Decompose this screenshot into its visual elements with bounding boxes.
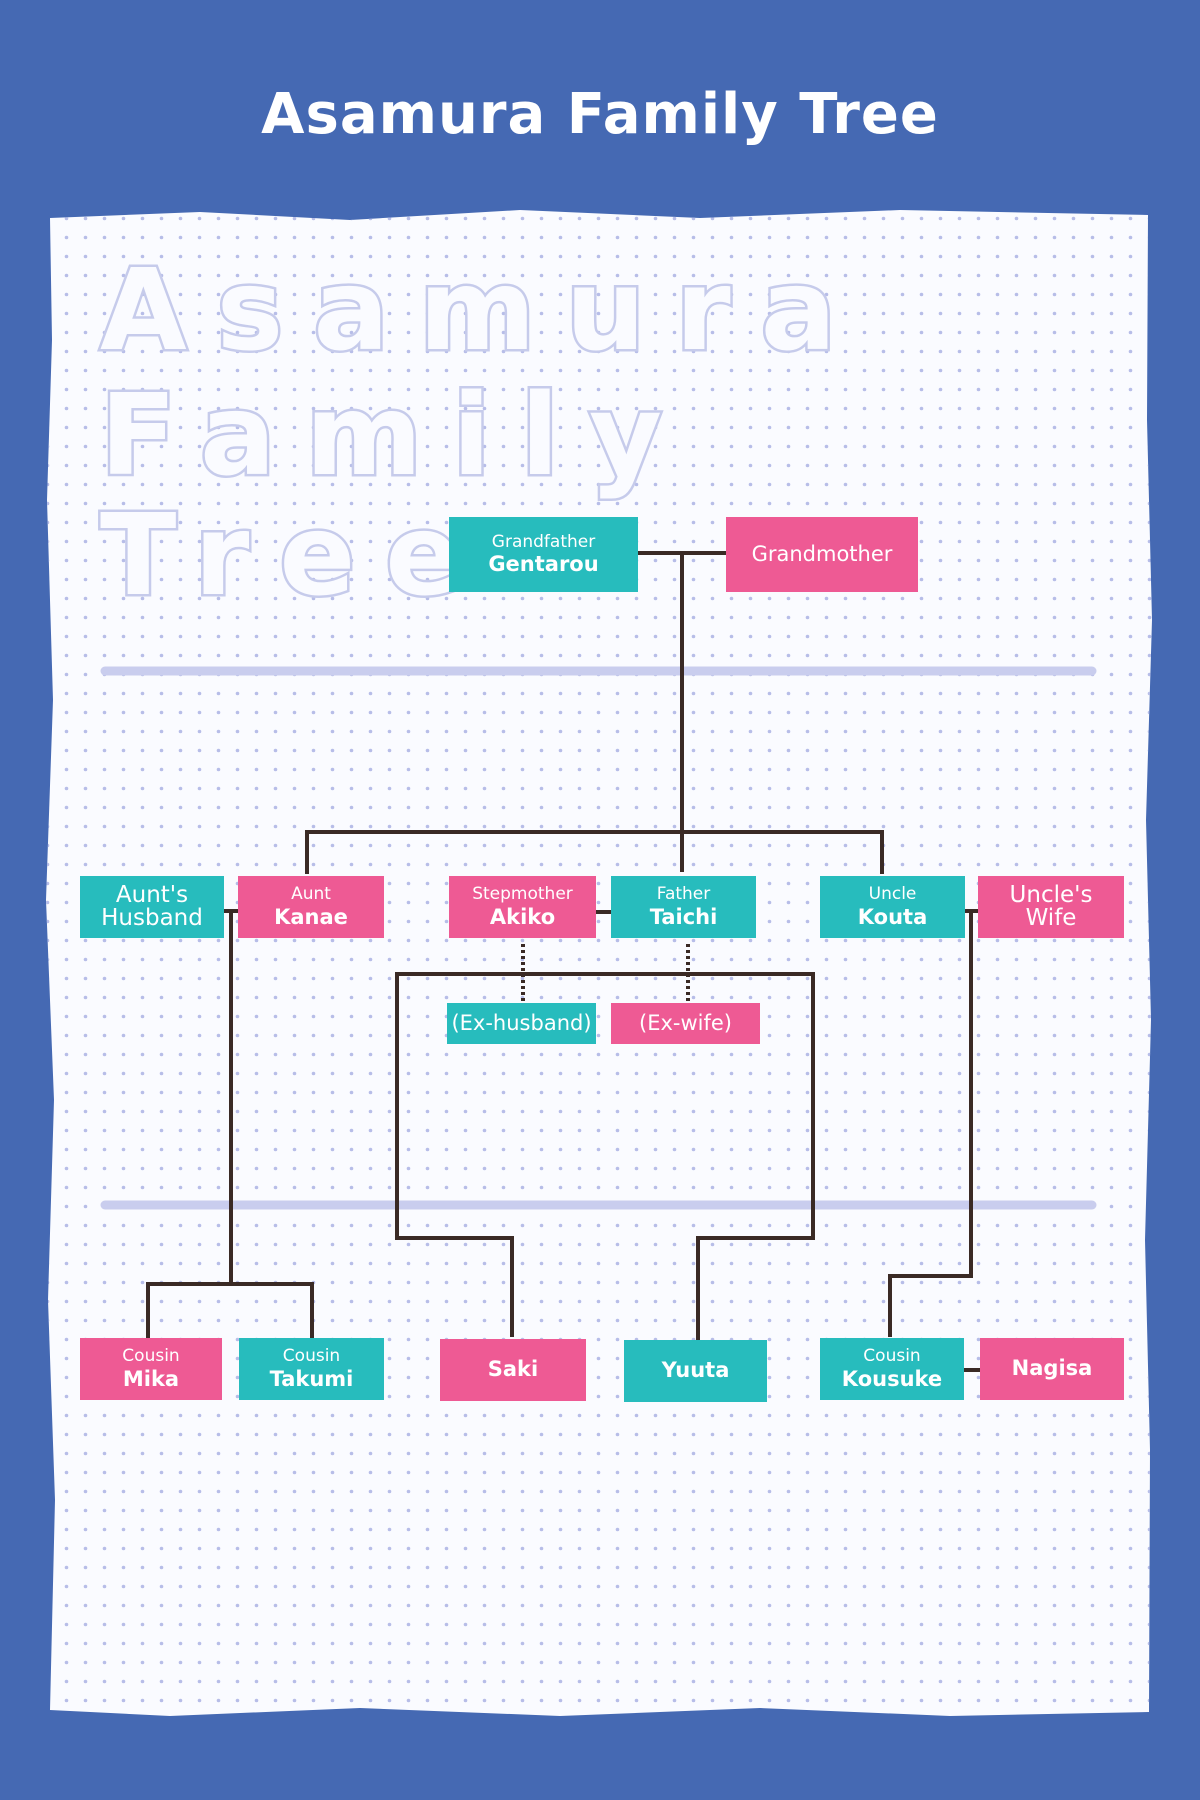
person-saki: Saki (440, 1339, 586, 1401)
person-takumi: Cousin Takumi (239, 1338, 384, 1400)
person-name: Saki (487, 1357, 539, 1382)
ex-connector-lines (521, 944, 690, 1003)
person-gentarou: Grandfather Gentarou (449, 517, 638, 592)
person-role: Grandfather (491, 531, 596, 552)
connector-lines (146, 551, 980, 1372)
person-name: Taichi (649, 904, 718, 929)
person-mika: Cousin Mika (80, 1338, 222, 1400)
person-taichi: Father Taichi (611, 876, 756, 938)
person-name: Nagisa (1011, 1356, 1093, 1381)
person-kousuke: Cousin Kousuke (820, 1338, 964, 1400)
person-role: Cousin (282, 1346, 341, 1367)
person-ex-husband: (Ex-husband) (447, 1003, 596, 1044)
person-kouta: Uncle Kouta (820, 876, 965, 938)
person-aunts-husband: Aunt's Husband (80, 876, 224, 938)
person-name: Yuuta (661, 1358, 730, 1383)
watermark-line-3: Tree (97, 491, 492, 621)
person-nagisa: Nagisa (980, 1338, 1124, 1400)
person-label: Grandmother (751, 541, 893, 566)
person-name: Kousuke (841, 1366, 943, 1391)
person-name: Takumi (269, 1366, 354, 1391)
person-ex-wife: (Ex-wife) (611, 1003, 760, 1044)
person-yuuta: Yuuta (624, 1340, 767, 1402)
person-akiko: Stepmother Akiko (449, 876, 596, 938)
person-name: Gentarou (488, 552, 599, 577)
person-label: (Ex-husband) (451, 1010, 592, 1035)
person-name: Kanae (274, 904, 348, 929)
person-label: (Ex-wife) (639, 1010, 732, 1035)
person-name: Kouta (857, 904, 928, 929)
watermark-line-2: Family (97, 371, 693, 501)
person-label-line1: Aunt's (115, 882, 189, 908)
person-role: Stepmother (472, 884, 573, 905)
person-name: Mika (122, 1366, 180, 1391)
person-label-line2: Husband (101, 905, 203, 931)
person-label-line2: Wife (1025, 905, 1077, 931)
person-label-line1: Uncle's (1009, 882, 1093, 908)
person-kanae: Aunt Kanae (238, 876, 384, 938)
page-title: Asamura Family Tree (261, 82, 939, 147)
person-role: Father (656, 884, 711, 905)
person-grandmother: Grandmother (726, 517, 918, 592)
person-role: Aunt (291, 884, 331, 905)
person-role: Uncle (868, 884, 917, 905)
person-name: Akiko (489, 904, 556, 929)
person-uncles-wife: Uncle's Wife (978, 876, 1124, 938)
watermark-line-1: Asamura (97, 246, 867, 376)
person-role: Cousin (122, 1346, 180, 1367)
person-role: Cousin (863, 1346, 921, 1367)
